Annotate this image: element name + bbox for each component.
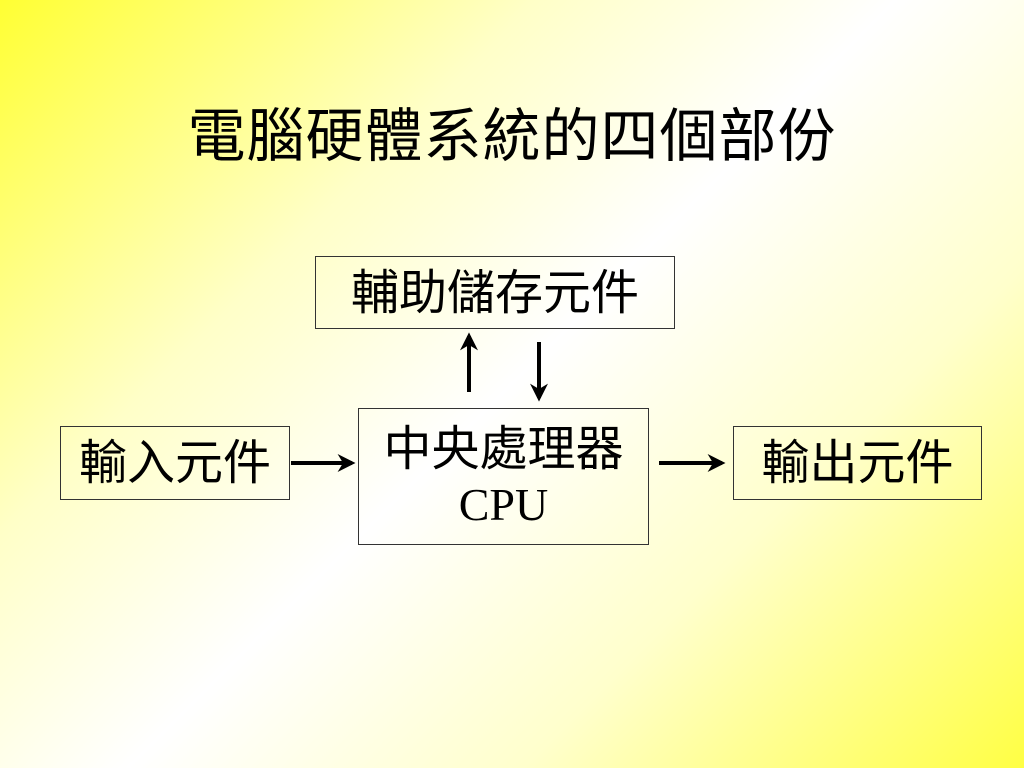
- cpu-box: 中央處理器 CPU: [358, 408, 649, 545]
- storage-label: 輔助儲存元件: [350, 264, 639, 321]
- cpu-label: 中央處理器: [383, 420, 624, 477]
- output-label: 輸出元件: [761, 435, 954, 491]
- cpu-sublabel: CPU: [458, 478, 549, 530]
- storage-box: 輔助儲存元件: [315, 256, 675, 329]
- output-box: 輸出元件: [733, 426, 982, 500]
- input-label: 輸入元件: [78, 435, 271, 491]
- slide-title: 電腦硬體系統的四個部份: [187, 102, 837, 170]
- input-box: 輸入元件: [60, 426, 290, 500]
